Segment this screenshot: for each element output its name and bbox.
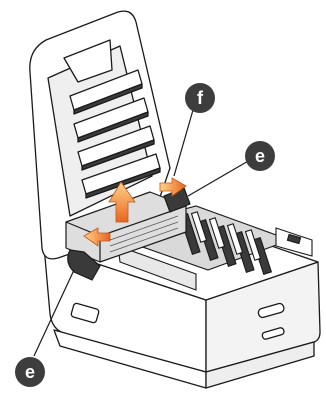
callout-e-bottom-label: e — [25, 362, 35, 382]
callout-f: f — [185, 83, 215, 113]
callout-e-top: e — [245, 141, 275, 171]
callout-e-top-label: e — [255, 146, 265, 166]
callout-f-label: f — [197, 88, 204, 108]
leader-e-top — [188, 160, 250, 196]
callout-e-bottom: e — [15, 357, 45, 387]
leader-f — [174, 110, 193, 176]
